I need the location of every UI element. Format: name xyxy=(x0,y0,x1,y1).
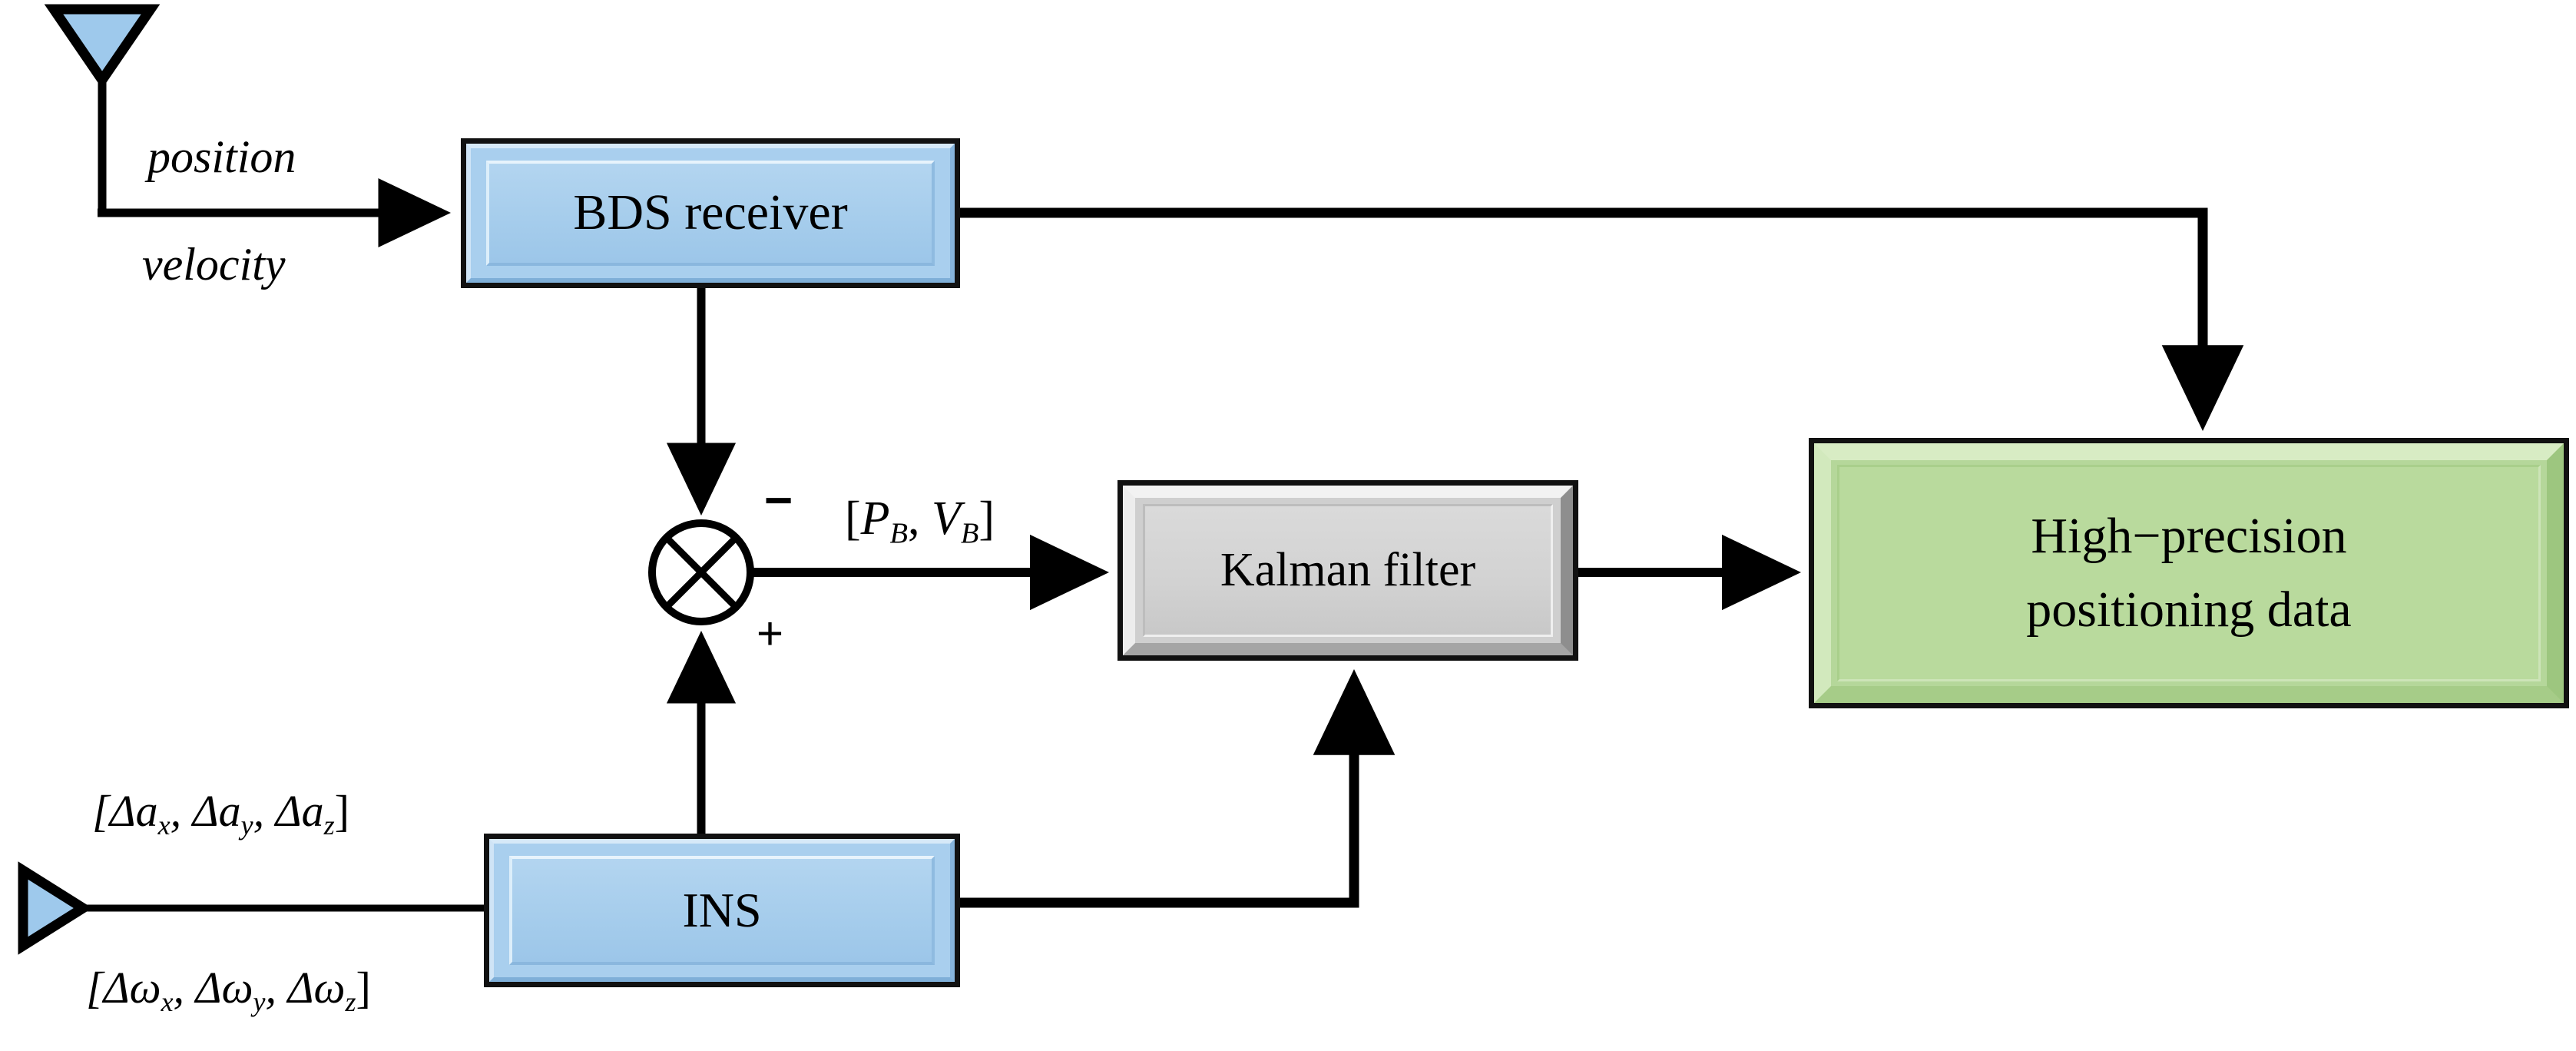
bds-receiver-label: BDS receiver xyxy=(573,184,848,241)
gyro-sub-x: x xyxy=(161,986,174,1017)
pv-bracket-open: [ xyxy=(845,492,861,545)
pv-bracket-close: ] xyxy=(978,492,995,545)
gyro-mid1: , Δω xyxy=(173,963,253,1013)
sign-minus: − xyxy=(764,472,793,528)
ins-bevel xyxy=(489,839,955,982)
kalman-filter-label: Kalman filter xyxy=(1220,543,1476,596)
output-label: High−precision positioning data xyxy=(2026,508,2352,638)
wire-bds-to-output xyxy=(960,207,2244,432)
bds-inner-panel xyxy=(486,161,935,266)
bds-bevel xyxy=(466,144,955,283)
label-accel-vector: [Δax, Δay, Δaz] xyxy=(92,785,349,841)
summing-junction-icon[interactable] xyxy=(648,519,754,625)
imu-sensor-icon xyxy=(18,861,93,955)
pv-comma: , xyxy=(908,492,932,545)
block-ins[interactable]: INS xyxy=(484,834,960,987)
ins-label: INS xyxy=(682,883,762,938)
pv-p: P xyxy=(860,492,890,545)
gyro-mid2: , Δω xyxy=(265,963,346,1013)
wire-antenna-to-bds xyxy=(98,74,452,248)
accel-mid1: , Δa xyxy=(170,786,241,836)
label-velocity: velocity xyxy=(142,239,286,290)
antenna-icon xyxy=(44,4,161,89)
accel-sub-x: x xyxy=(157,809,171,840)
gyro-sub-z: z xyxy=(345,986,356,1017)
gyro-close: ] xyxy=(356,963,371,1013)
pv-v-sub: B xyxy=(960,517,979,550)
pv-p-sub: B xyxy=(889,517,909,550)
block-bds-receiver[interactable]: BDS receiver xyxy=(461,138,960,288)
accel-close: ] xyxy=(334,786,349,836)
ins-inner-panel xyxy=(509,856,935,965)
label-gyro-vector: [Δωx, Δωy, Δωz] xyxy=(86,962,371,1018)
wire-ins-to-kalman xyxy=(960,668,1396,908)
accel-mid2: , Δa xyxy=(253,786,324,836)
block-kalman-filter[interactable]: Kalman filter xyxy=(1117,480,1578,661)
label-position: position xyxy=(147,131,296,182)
kalman-bevel xyxy=(1123,486,1573,655)
block-output[interactable]: High−precision positioning data xyxy=(1809,438,2569,708)
sign-plus: + xyxy=(757,608,784,659)
gyro-sub-y: y xyxy=(253,986,266,1017)
accel-sub-z: z xyxy=(323,809,335,840)
accel-open: [Δa xyxy=(92,786,158,836)
gyro-open: [Δω xyxy=(86,963,161,1013)
output-inner-panel xyxy=(1837,465,2541,681)
output-bevel xyxy=(1814,443,2564,703)
accel-sub-y: y xyxy=(240,809,253,840)
pv-v: V xyxy=(932,492,961,545)
kalman-inner-panel xyxy=(1143,504,1553,637)
label-pv-error: [PB, VB] xyxy=(845,492,995,551)
